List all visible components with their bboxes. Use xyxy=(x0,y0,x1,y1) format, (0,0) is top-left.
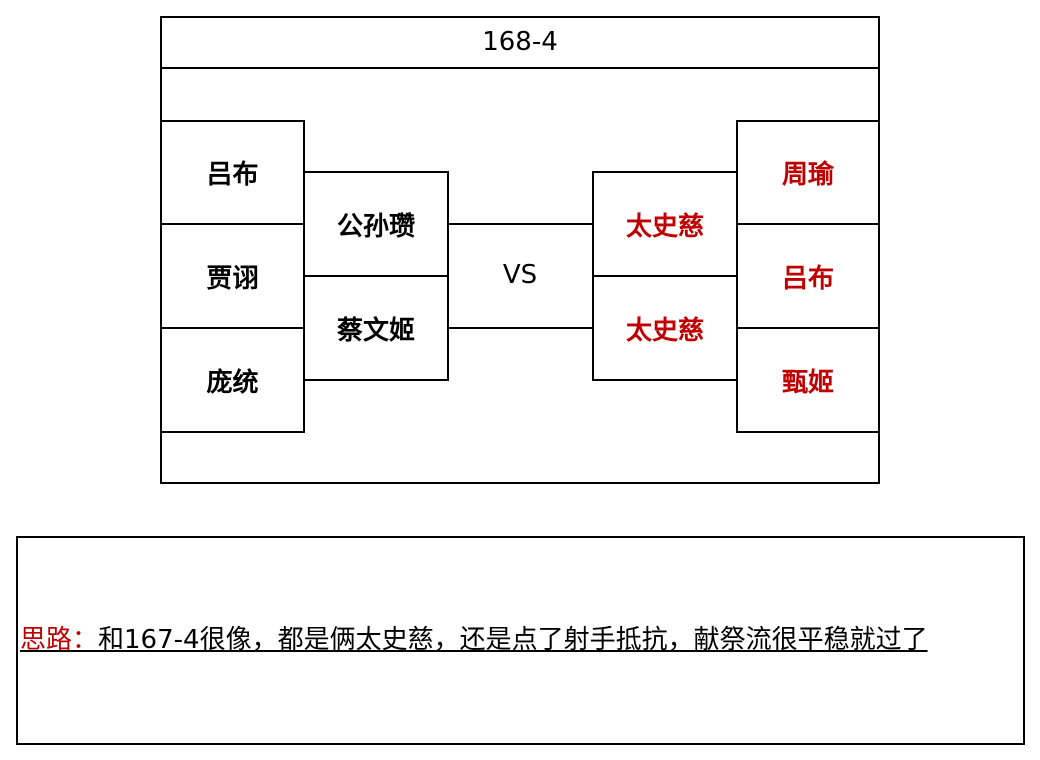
strategy-note: 思路：和167-4很像，都是俩太史慈，还是点了射手抵抗，献祭流很平稳就过了 xyxy=(20,620,1020,660)
connector-top xyxy=(447,223,594,225)
strategy-note-text: 和167-4很像，都是俩太史慈，还是点了射手抵抗，献祭流很平稳就过了 xyxy=(98,625,928,655)
title-divider xyxy=(160,67,880,69)
right-outer-hero-1: 周瑜 xyxy=(736,120,880,225)
left-outer-hero-2: 贾诩 xyxy=(160,223,305,329)
strategy-note-box xyxy=(16,536,1025,745)
right-outer-hero-3: 甄姬 xyxy=(736,327,880,433)
left-inner-hero-2: 蔡文姬 xyxy=(303,275,449,381)
right-outer-hero-2: 吕布 xyxy=(736,223,880,329)
left-outer-hero-3: 庞统 xyxy=(160,327,305,433)
connector-bottom xyxy=(447,327,594,329)
right-inner-hero-2: 太史慈 xyxy=(592,275,738,381)
left-inner-hero-1: 公孙瓒 xyxy=(303,171,449,277)
vs-label: VS xyxy=(502,260,538,290)
matchup-title: 168-4 xyxy=(482,27,558,57)
left-outer-hero-1: 吕布 xyxy=(160,120,305,225)
right-inner-hero-1: 太史慈 xyxy=(592,171,738,277)
strategy-note-label: 思路： xyxy=(20,625,99,655)
